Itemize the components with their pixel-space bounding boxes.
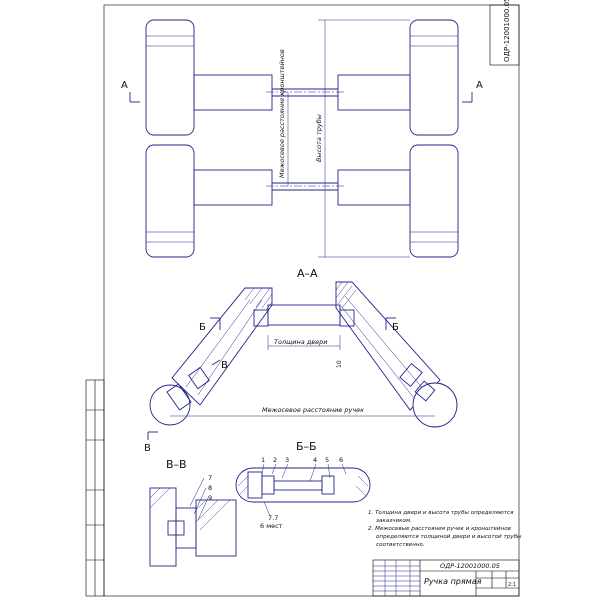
left-bottom-hub	[193, 169, 273, 206]
section-a-left: А	[121, 80, 128, 91]
section-aa-title: А–А	[297, 267, 318, 280]
section-b-right: Б	[392, 322, 399, 333]
callout-6: 6	[339, 456, 343, 464]
vv-tube	[149, 487, 177, 567]
section-vv: В–В 7 8 9	[149, 458, 237, 567]
right-bottom-hub	[337, 169, 411, 206]
note-1: 1. Толщина двери и высота трубы определя…	[368, 510, 515, 524]
left-ball	[149, 384, 191, 426]
door-handle-rod	[267, 304, 341, 326]
corner-code: ОДР-12001000.05	[503, 0, 511, 62]
right-ball	[412, 382, 458, 428]
title-block: ОДР-12001000.05 Ручка прямая 2:1	[372, 559, 520, 597]
six-places: 6 мест	[260, 522, 283, 530]
callout-1: 1	[261, 456, 265, 464]
right-top-wheel	[409, 19, 459, 136]
section-bb: Б–Б 1 2 3 4 5 6 7.7 6 мест	[235, 440, 371, 530]
callout-8: 8	[208, 484, 212, 492]
section-a-right: А	[476, 80, 483, 91]
top-view: Межосевое расстояние кронштейнов Высота …	[121, 19, 483, 258]
left-bottom-wheel	[145, 144, 195, 258]
dim-door-thickness-label: Толщина двери	[274, 338, 327, 346]
section-v-top: В	[221, 360, 228, 371]
section-bb-title: Б–Б	[296, 440, 317, 453]
dim-small-label: 10	[336, 360, 343, 368]
right-bottom-wheel	[409, 144, 459, 258]
section-v-bottom: В	[144, 443, 151, 454]
dim-handles-label: Межосевое расстояние ручек	[262, 406, 364, 414]
left-top-hub	[193, 74, 273, 111]
note-2: 2. Межосевые расстояния ручек и кронштей…	[368, 526, 523, 548]
sheet-frame	[103, 4, 520, 597]
notes: 1. Толщина двери и высота трубы определя…	[368, 510, 523, 548]
dim-mounts-label: Межосевое расстояние кронштейнов	[278, 49, 286, 178]
left-arm	[171, 287, 273, 406]
callout-3: 3	[285, 456, 289, 464]
corner-code-box	[489, 4, 520, 66]
section-vv-title: В–В	[166, 458, 187, 471]
callout-2: 2	[273, 456, 277, 464]
callout-7: 7	[208, 474, 212, 482]
right-top-hub	[337, 74, 411, 111]
title-block-code: ОДР-12001000.05	[440, 562, 500, 570]
bb-outline	[235, 467, 371, 503]
callout-4: 4	[313, 456, 317, 464]
section-aa: А–А Толщина двери 10	[144, 267, 458, 454]
callout-5: 5	[325, 456, 329, 464]
left-top-wheel	[145, 19, 195, 136]
part-name: Ручка прямая	[424, 577, 482, 586]
callout-9: 9	[208, 494, 212, 502]
scale: 2:1	[508, 582, 516, 588]
dim-pipe-height-label: Высота трубы	[315, 114, 323, 162]
section-b-left: Б	[199, 322, 206, 333]
callout-77: 7.7	[268, 514, 278, 522]
